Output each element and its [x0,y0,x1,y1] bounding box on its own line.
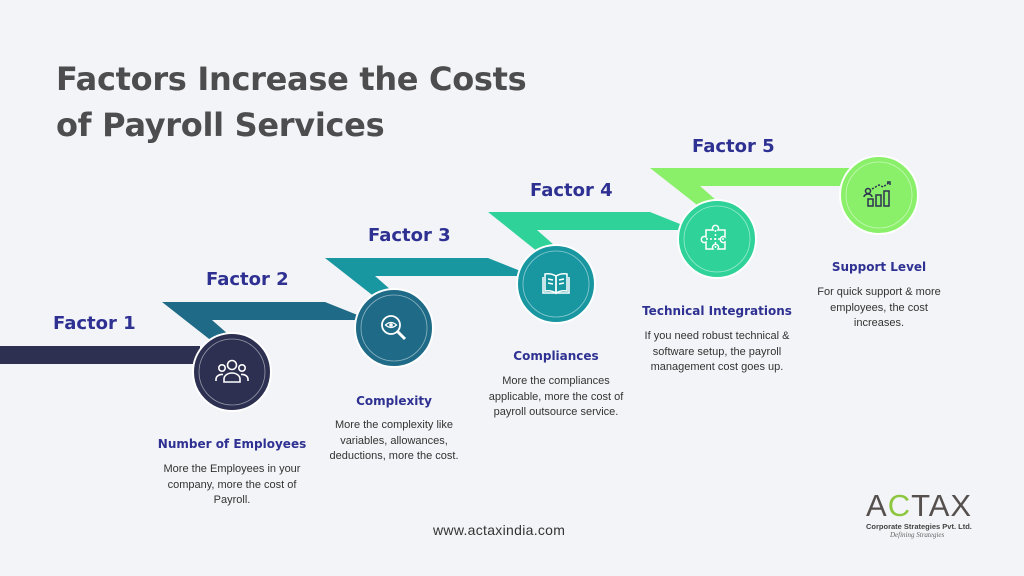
factor-label-2: Factor 2 [206,269,289,290]
step-circle-4 [677,199,757,279]
step-desc-4: If you need robust technical & software … [644,330,790,373]
track-segment-4 [488,212,695,252]
logo-wordmark: ACTAX [866,488,973,523]
company-logo: ACTAX Corporate Strategies Pvt. Ltd. Def… [866,488,973,540]
title-line-1: Factors Increase the Costs [56,60,527,98]
factor-label-3: Factor 3 [368,225,451,246]
puzzle-icon [700,224,726,250]
logo-tagline: Defining Strategies [890,531,945,539]
book-icon [542,273,570,295]
factor-label-4: Factor 4 [530,180,613,201]
track-segment-3 [325,258,533,298]
support-chart-icon [863,181,891,207]
step-title-5: Support Level [831,260,927,274]
magnifier-eye-icon [381,315,407,341]
step-circle-2 [354,288,434,368]
title-line-2: of Payroll Services [56,106,385,144]
page-title: Factors Increase the Costs of Payroll Se… [56,56,527,148]
factor-label-5: Factor 5 [692,136,775,157]
step-title-2: Complexity [356,394,432,408]
logo-subtitle: Corporate Strategies Pvt. Ltd. [866,522,972,531]
step-desc-5: For quick support & more employees, the … [817,286,941,329]
step-desc-1: More the Employees in your company, more… [163,463,301,506]
step-title-1: Number of Employees [157,437,307,451]
step-desc-3: More the compliances applicable, more th… [488,375,624,418]
website-link[interactable]: www.actaxindia.com [433,522,566,538]
step-desc-2: More the complexity like variables, allo… [329,419,459,462]
factor-label-1: Factor 1 [53,313,136,334]
track-segment-1 [0,346,200,364]
track-segment-5 [650,168,860,208]
track-segment-2 [162,302,370,342]
people-icon [215,359,249,383]
step-title-3: Compliances [513,349,599,363]
step-title-4: Technical Integrations [642,304,792,318]
step-circle-1 [192,332,272,412]
